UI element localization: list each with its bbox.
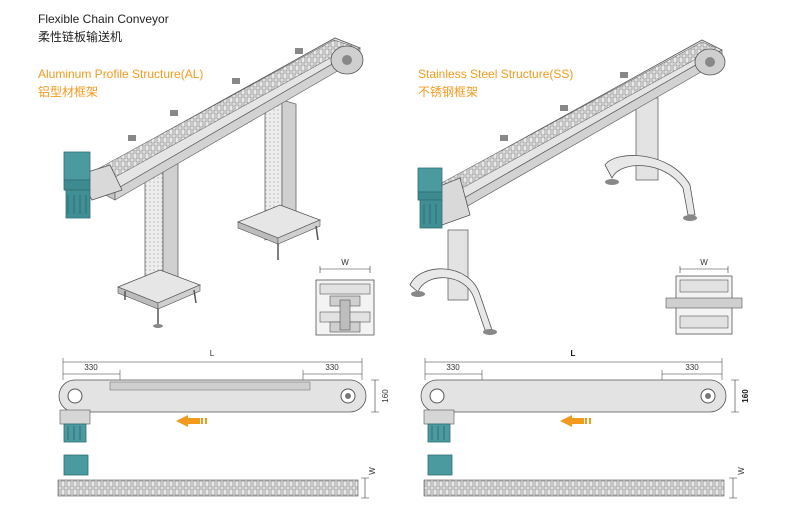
- ss-top-view: [423, 454, 737, 499]
- al-top-view: [57, 454, 369, 499]
- ss-label-zh: 不锈钢框架: [418, 85, 479, 99]
- ss-160-label: 160: [741, 389, 750, 403]
- al-label-en: Aluminum Profile Structure(AL): [38, 67, 204, 81]
- al-w-side-label: W: [368, 467, 377, 475]
- al-160-label: 160: [381, 389, 390, 403]
- ss-section-w-label: W: [700, 258, 708, 267]
- al-330-left-label: 330: [84, 363, 98, 372]
- title-zh: 柔性链板输送机: [38, 30, 123, 44]
- al-cross-section: [315, 266, 375, 336]
- ss-conveyor-illustration: [409, 39, 726, 335]
- ss-front-elevation: [420, 358, 739, 443]
- al-length-label: L: [210, 349, 215, 358]
- al-front-elevation: [58, 358, 379, 443]
- al-conveyor-illustration: [63, 37, 364, 328]
- ss-cross-section: [665, 266, 743, 335]
- al-label-zh: 铝型材框架: [38, 85, 99, 99]
- ss-w-side-label: W: [737, 467, 746, 475]
- al-section-w-label: W: [341, 258, 349, 267]
- ss-label-en: Stainless Steel Structure(SS): [418, 67, 574, 81]
- al-330-right-label: 330: [325, 363, 339, 372]
- title-en: Flexible Chain Conveyor: [38, 12, 169, 26]
- ss-330-right-label: 330: [685, 363, 699, 372]
- ss-length-label: L: [571, 349, 576, 358]
- ss-330-left-label: 330: [446, 363, 460, 372]
